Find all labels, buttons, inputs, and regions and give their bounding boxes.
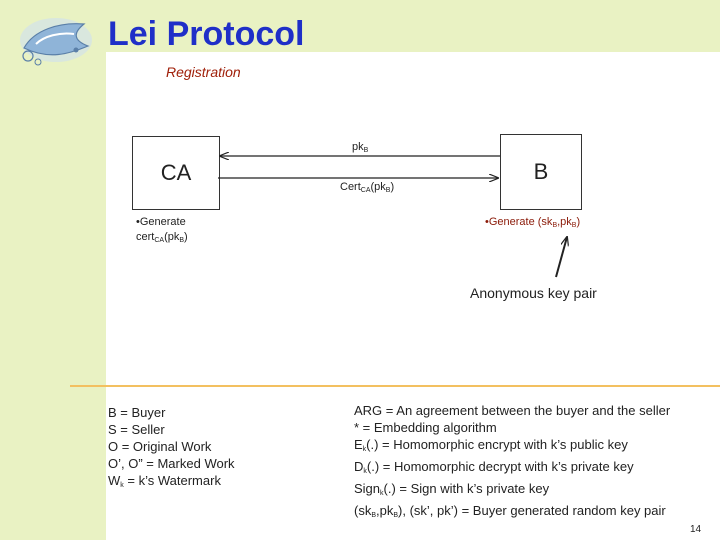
buyer-label: B [533,159,549,184]
legend-item: S = Seller [108,422,165,437]
page-number: 14 [690,524,702,535]
buyer-box: B [500,134,582,210]
legend-item-star: * = Embedding algorithm [354,420,497,435]
legend-item: O’, O” = Marked Work [108,456,235,471]
legend-item-decrypt: Dk(.) = Homomorphic decrypt with k’s pri… [354,459,634,475]
buyer-generate-bullet: •Generate (skB,pkB) [485,216,581,229]
legend-item-arg: ARG = An agreement between the buyer and… [354,403,671,418]
legend-item: B = Buyer [108,405,166,420]
ca-box: CA [132,136,220,210]
arrow-anon-to-keys [555,237,567,278]
legend-item: O = Original Work [108,439,212,454]
bird-logo-icon [20,18,92,66]
ca-label: CA [160,160,192,185]
legend-item-sign: Signk(.) = Sign with k’s private key [354,481,550,497]
slide-title: Lei Protocol [108,15,305,53]
left-decorative-band [0,0,106,540]
message-cert: CertCA(pkB) [340,181,395,194]
title-band [106,0,720,52]
slide-subtitle: Registration [166,64,241,80]
legend-right: ARG = An agreement between the buyer and… [354,402,670,524]
ca-generate-bullet: •Generate certCA(pkB) [136,216,188,244]
message-pkb: pkB [352,141,369,154]
legend-item-keys: (skB,pkB), (sk’, pk’) = Buyer generated … [354,503,666,519]
legend-item-watermark: Wk = k’s Watermark [108,473,221,489]
legend-left: B = Buyer S = Seller O = Original Work O… [108,404,235,494]
divider-line [70,385,720,387]
anonymous-key-pair-label: Anonymous key pair [470,285,597,301]
legend-item-encrypt: Ek(.) = Homomorphic encrypt with k’s pub… [354,437,628,453]
